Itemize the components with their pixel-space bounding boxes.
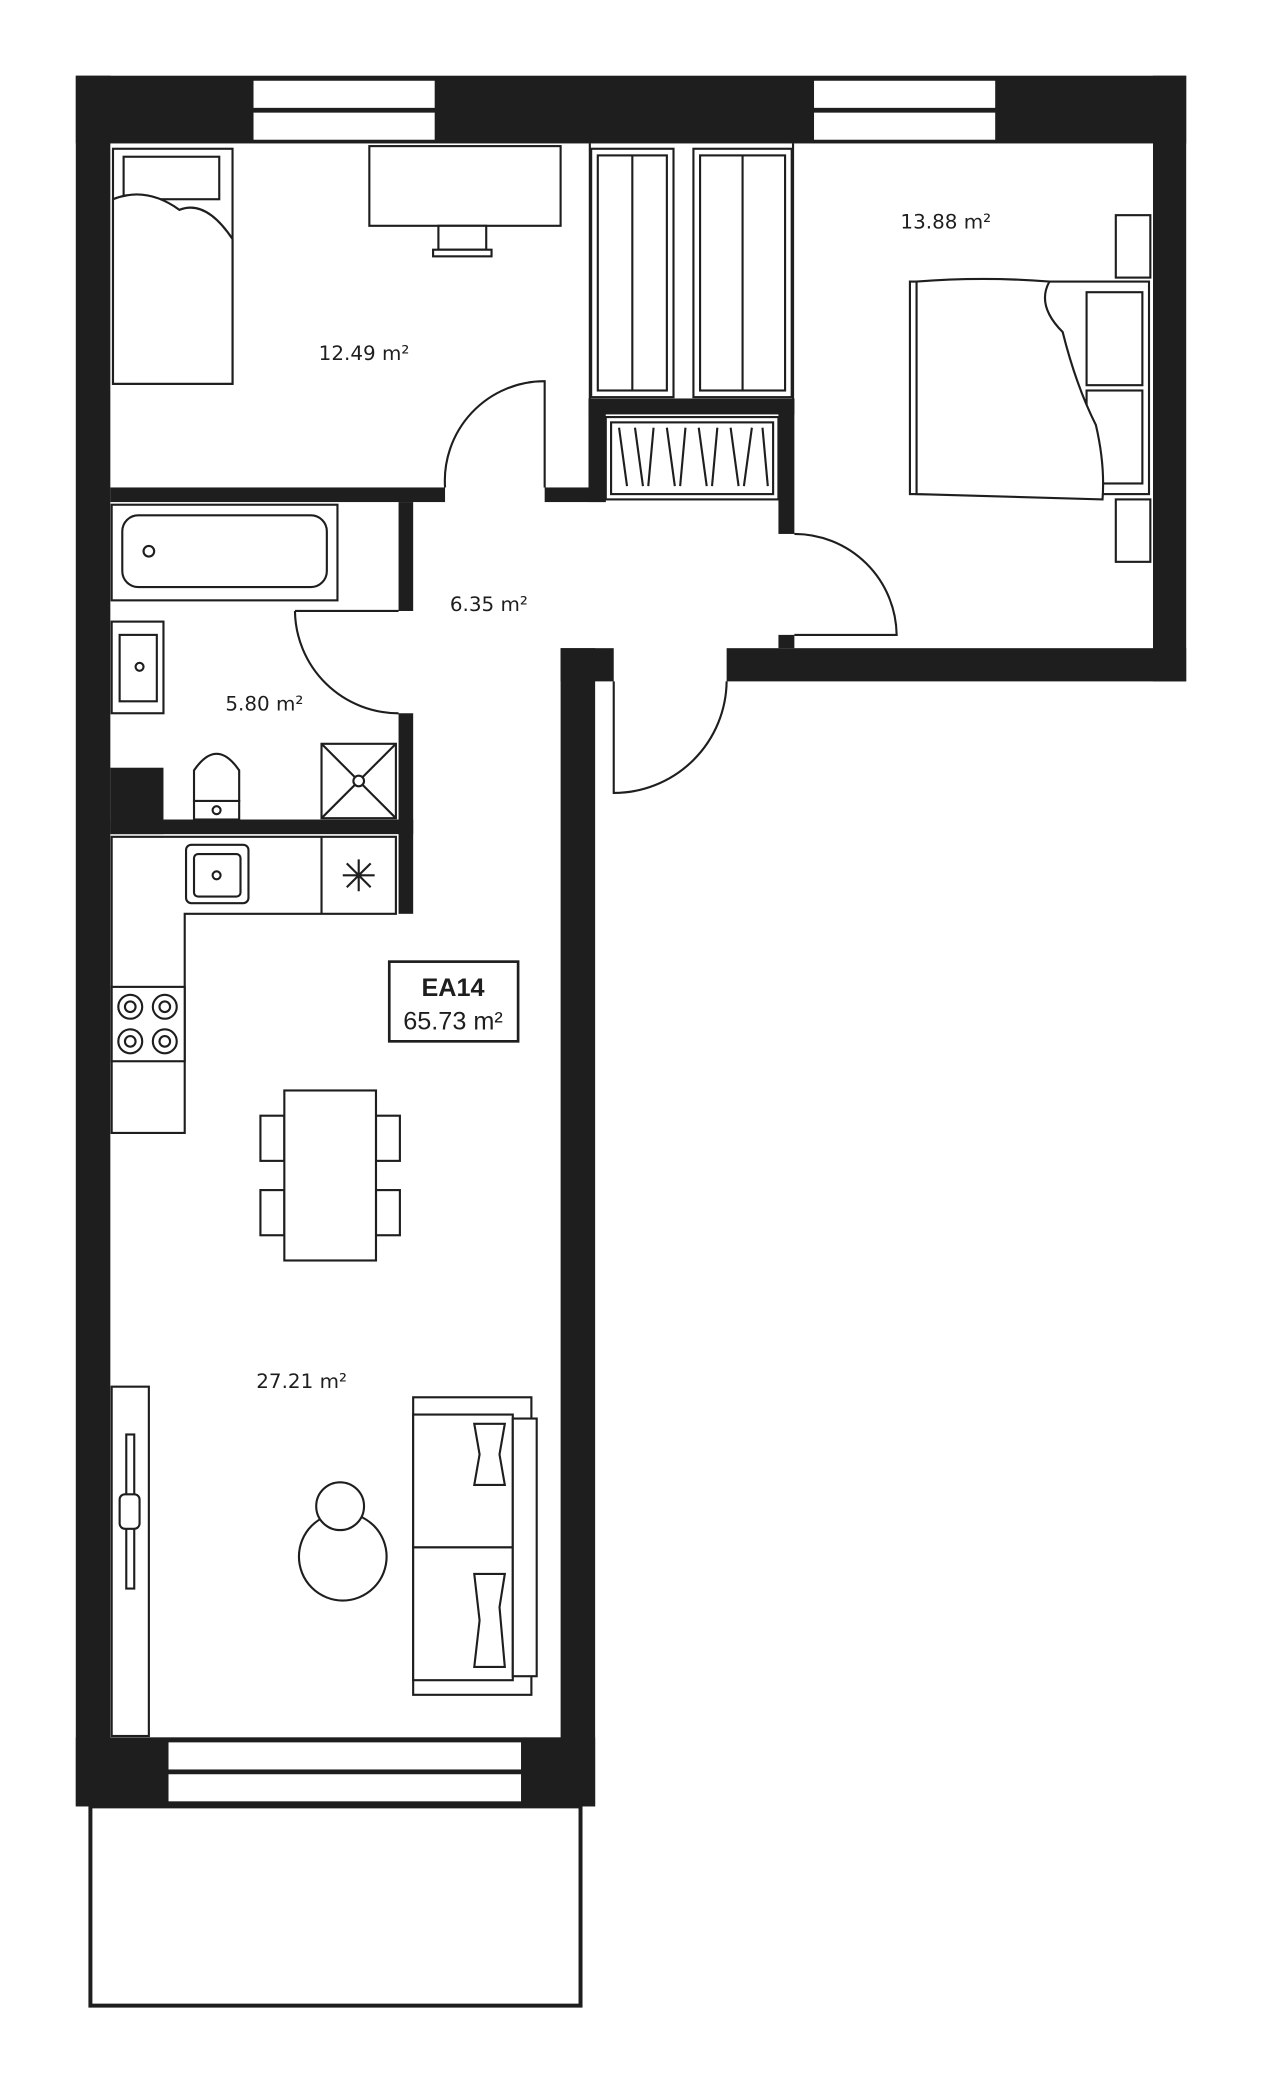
unit-label-box: EA14 65.73 m²: [387, 960, 520, 1043]
windows: [166, 78, 998, 1804]
room-area-label: 13.88 m²: [900, 210, 991, 233]
armchair-round: [297, 1481, 388, 1602]
toilet: [192, 752, 241, 821]
walls: [75, 75, 1187, 1807]
unit-code: EA14: [421, 974, 484, 1002]
room-area-label: 5.80 m²: [225, 693, 303, 716]
kitchen-counter: [110, 835, 397, 1135]
room-area-label: 27.21 m²: [256, 1370, 347, 1393]
doors: [293, 380, 898, 795]
balcony: [88, 1804, 583, 2008]
sofa: [412, 1396, 538, 1696]
room-area-label: 6.35 m²: [450, 593, 528, 616]
unit-total-area: 65.73 m²: [403, 1007, 503, 1035]
bathroom-sink: [110, 620, 165, 715]
room-area-label: 12.49 m²: [319, 342, 410, 365]
single-bed: [111, 147, 234, 385]
desk: [368, 145, 562, 258]
shower: [320, 742, 397, 820]
wardrobes: [590, 147, 793, 501]
dining-table: [259, 1089, 401, 1262]
bathtub: [110, 503, 339, 602]
wardrobe-living: [110, 1385, 150, 1738]
double-bed: [908, 214, 1152, 563]
